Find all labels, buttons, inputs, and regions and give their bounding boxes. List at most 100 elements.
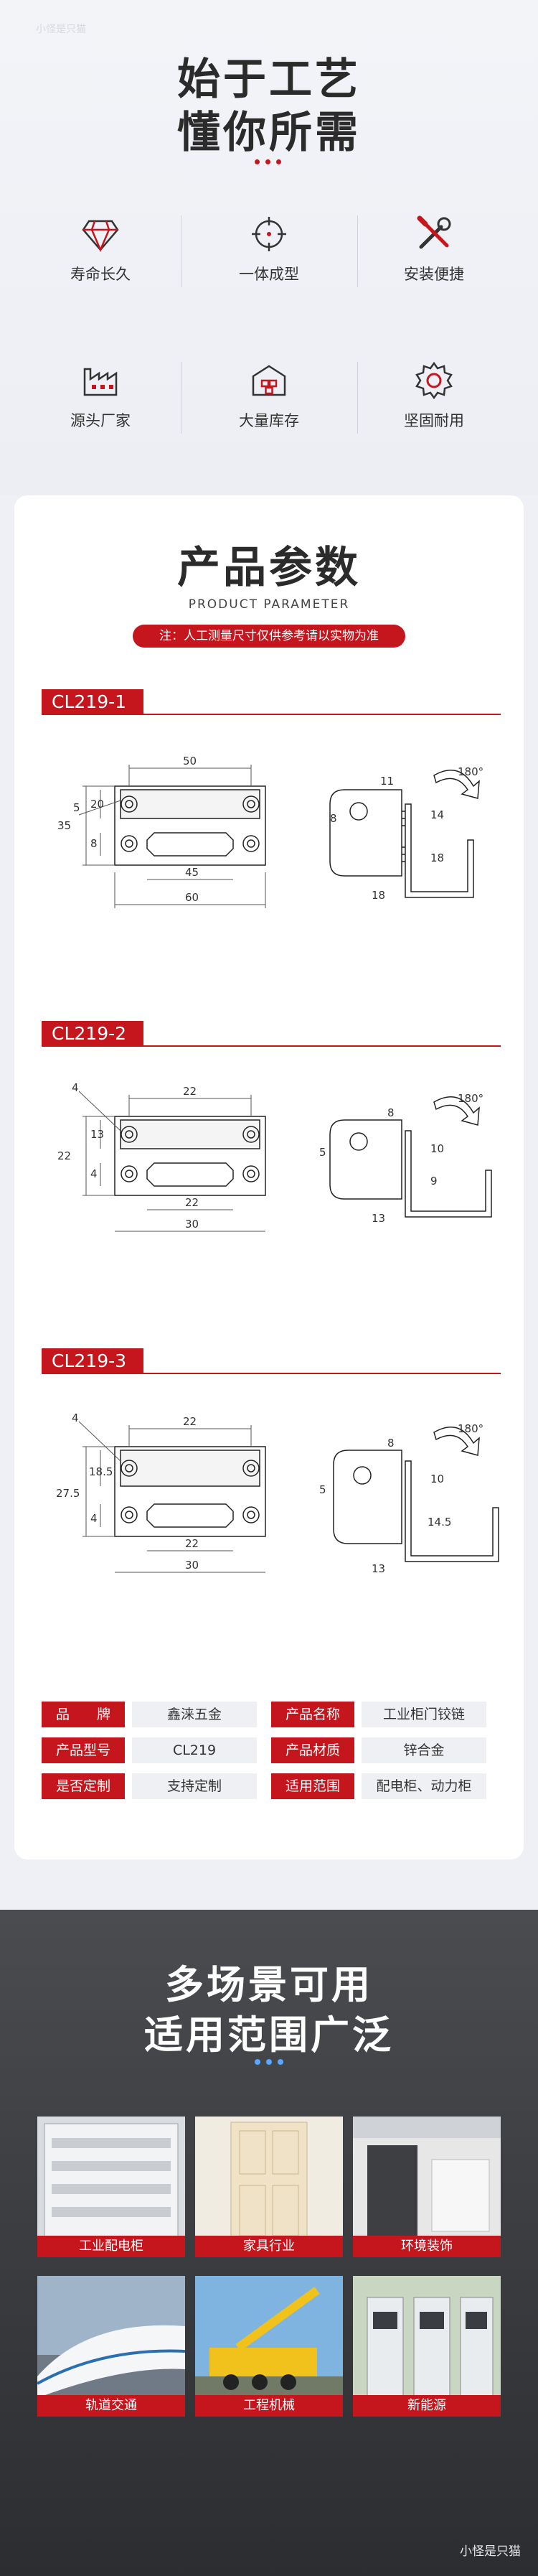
drawing-cl219-1: 50 35 20 8 5 45 60 11 8 14 18 18 180° [57, 755, 483, 908]
side-dim-l: 14.5 [428, 1516, 451, 1529]
side-angle: 180° [458, 1092, 483, 1105]
dim-hole: 45 [185, 866, 199, 879]
feature-label: 寿命长久 [70, 266, 131, 283]
dim-left-total: 35 [57, 819, 71, 832]
dim-screw: 4 [72, 1081, 79, 1094]
model-tag: CL219-3 [42, 1348, 143, 1374]
app-caption: 轨道交通 [37, 2395, 185, 2417]
cabinet-image [37, 2117, 185, 2257]
dim-screw: 5 [73, 801, 80, 814]
app-tile-energy: 新能源 [353, 2276, 501, 2417]
dim-bottom: 30 [185, 1218, 199, 1231]
app-caption: 工业配电柜 [37, 2236, 185, 2257]
spec-table: 品 牌 鑫涞五金 产品名称 工业柜门铰链 产品型号 CL219 产品材质 锌合金… [42, 1702, 501, 1809]
hero-title-line2: 懂你所需 [177, 108, 361, 158]
side-dim-left: 5 [319, 1146, 326, 1159]
spec-value: 工业柜门铰链 [362, 1702, 486, 1727]
watermark: 小怪是只猫 [36, 24, 86, 35]
app-tile-cabinet: 工业配电柜 [37, 2117, 185, 2257]
params-note: 注：人工测量尺寸仅供参考请以实物为准 [133, 625, 405, 648]
door-image [195, 2117, 343, 2257]
diamond-icon [82, 220, 119, 253]
front-view [114, 785, 266, 866]
dim-hole: 22 [185, 1196, 199, 1209]
side-view [329, 1096, 492, 1218]
interior-image [353, 2117, 501, 2257]
divider [357, 362, 358, 434]
side-dim-top: 11 [380, 775, 394, 788]
spec-value: 锌合金 [362, 1737, 486, 1763]
model-underline [42, 714, 501, 715]
side-dim-u: 10 [430, 1473, 444, 1485]
model-underline [42, 1373, 501, 1374]
side-dim-l: 9 [430, 1175, 438, 1187]
app-tile-furniture: 家具行业 [195, 2117, 343, 2257]
spec-key: 是否定制 [42, 1773, 125, 1799]
apps-title-line1: 多场景可用 [165, 1962, 373, 2007]
spec-row: 品 牌 鑫涞五金 产品名称 工业柜门铰链 [42, 1702, 501, 1727]
side-dim-bottom: 18 [372, 889, 385, 902]
model-tag: CL219-2 [42, 1021, 143, 1047]
model-tag: CL219-1 [42, 689, 143, 715]
spec-row: 是否定制 支持定制 适用范围 配电柜、动力柜 [42, 1773, 501, 1799]
side-dim-l: 18 [430, 851, 444, 864]
spec-value: 配电柜、动力柜 [362, 1773, 486, 1799]
watermark: 小怪是只猫 [460, 2544, 521, 2559]
spec-key: 适用范围 [271, 1773, 354, 1799]
spec-value: CL219 [132, 1737, 257, 1763]
front-view [114, 1446, 266, 1537]
hero-title-line1: 始于工艺 [177, 55, 361, 105]
dim-bottom: 30 [185, 1559, 199, 1572]
spec-key: 产品名称 [271, 1702, 354, 1727]
spec-key: 产品材质 [271, 1737, 354, 1763]
hero-section: 小怪是只猫 始于工艺 懂你所需 寿命长久 一体成型 安装便捷 [0, 0, 538, 495]
apps-title-line2: 适用范围广泛 [144, 2012, 394, 2058]
feature-stock: 大量库存 [197, 359, 341, 431]
dimension-lines [78, 1421, 265, 1573]
dim-top: 50 [183, 755, 197, 767]
app-caption: 工程机械 [195, 2395, 343, 2417]
dim-top: 22 [183, 1085, 197, 1098]
tools-icon [417, 215, 451, 249]
params-card: 产品参数 PRODUCT PARAMETER 注：人工测量尺寸仅供参考请以实物为… [14, 495, 524, 1859]
app-tile-rail: 轨道交通 [37, 2276, 185, 2417]
side-dim-u: 10 [430, 1142, 444, 1155]
front-view [114, 1116, 266, 1196]
feature-easy-install: 安装便捷 [362, 213, 506, 284]
dim-inner2: 4 [90, 1167, 98, 1180]
decor-dots [255, 159, 281, 164]
dim-left-total: 27.5 [56, 1487, 80, 1500]
side-view [329, 770, 480, 898]
app-caption: 环境装饰 [353, 2236, 501, 2257]
applications-section: 多场景可用 适用范围广泛 工业配电柜 家具行业 [0, 1910, 538, 2576]
app-caption: 新能源 [353, 2395, 501, 2417]
app-tile-machinery: 工程机械 [195, 2276, 343, 2417]
feature-durable: 坚固耐用 [362, 359, 506, 431]
side-dim-left: 5 [319, 1483, 326, 1496]
dimension-lines [78, 1091, 265, 1232]
side-dim-left: 8 [330, 812, 337, 825]
feature-label: 源头厂家 [70, 412, 131, 429]
side-angle: 180° [458, 1422, 483, 1435]
spec-value: 鑫涞五金 [132, 1702, 257, 1727]
side-dim-u: 14 [430, 808, 444, 821]
params-subtitle: PRODUCT PARAMETER [188, 597, 350, 612]
spec-key: 品 牌 [42, 1702, 125, 1727]
dim-inner2: 4 [90, 1512, 98, 1525]
dim-top: 22 [183, 1415, 197, 1428]
feature-label: 大量库存 [239, 412, 299, 429]
charger-image [353, 2276, 501, 2417]
feature-label: 坚固耐用 [404, 412, 464, 429]
app-caption: 家具行业 [195, 2236, 343, 2257]
dim-bottom: 60 [185, 891, 199, 904]
decor-dots [255, 2059, 283, 2065]
dim-inner2: 8 [90, 837, 98, 850]
side-dim-bottom: 13 [372, 1562, 385, 1575]
dim-hole: 22 [185, 1537, 199, 1550]
dim-inner1: 20 [90, 798, 104, 811]
feature-one-piece: 一体成型 [197, 213, 341, 284]
feature-longevity: 寿命长久 [29, 213, 172, 284]
factory-icon [83, 368, 118, 396]
side-angle: 180° [458, 765, 483, 778]
side-dim-bottom: 13 [372, 1212, 385, 1225]
